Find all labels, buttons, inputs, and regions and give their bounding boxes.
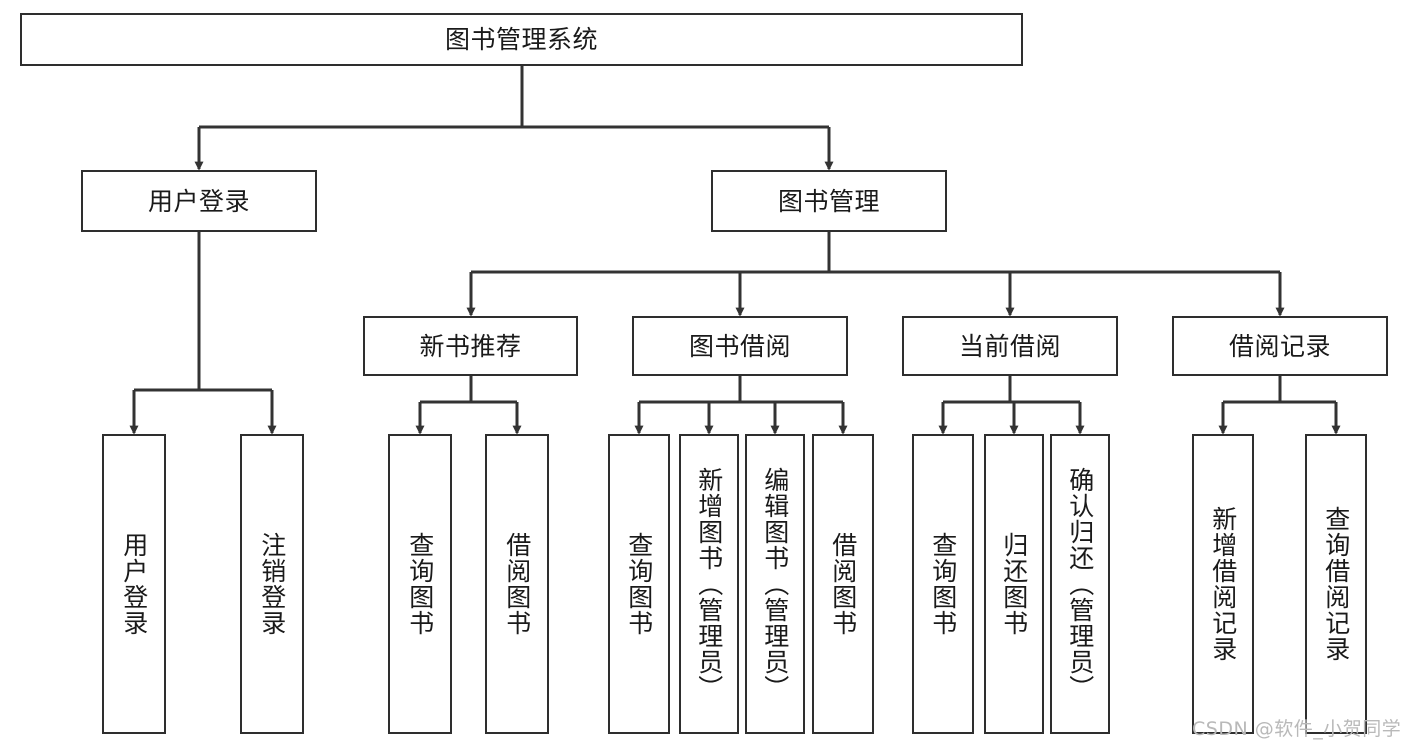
node-label: 图书管理	[777, 186, 880, 216]
node-leaf-borrow-book-1[interactable]: 借阅图书	[485, 434, 549, 734]
node-label: 新增借阅记录	[1208, 506, 1238, 662]
node-label: 查询图书	[405, 532, 435, 636]
node-label: 用户登录	[147, 186, 250, 216]
node-label: 新书推荐	[419, 331, 522, 361]
node-user-login[interactable]: 用户登录	[81, 170, 317, 232]
node-leaf-add-book[interactable]: 新增图书（管理员）	[679, 434, 739, 734]
node-leaf-query-book-2[interactable]: 查询图书	[608, 434, 670, 734]
node-book-borrow[interactable]: 图书借阅	[632, 316, 848, 376]
node-leaf-confirm-return[interactable]: 确认归还（管理员）	[1050, 434, 1110, 734]
node-label: 用户登录	[119, 532, 149, 636]
edge-paths	[129, 66, 1341, 435]
node-label: 归还图书	[999, 532, 1029, 636]
node-current-borrow[interactable]: 当前借阅	[902, 316, 1118, 376]
node-label: 新增图书（管理员）	[694, 467, 724, 701]
watermark: CSDN @软件_小贺同学	[1192, 718, 1402, 740]
node-label: 图书借阅	[688, 331, 791, 361]
node-label: 查询借阅记录	[1321, 506, 1351, 662]
node-leaf-query-record[interactable]: 查询借阅记录	[1305, 434, 1367, 734]
node-label: 查询图书	[624, 532, 654, 636]
node-book-manage[interactable]: 图书管理	[711, 170, 947, 232]
node-leaf-edit-book[interactable]: 编辑图书（管理员）	[745, 434, 805, 734]
node-leaf-borrow-book-2[interactable]: 借阅图书	[812, 434, 874, 734]
node-new-book-rec[interactable]: 新书推荐	[363, 316, 578, 376]
node-root[interactable]: 图书管理系统	[20, 13, 1023, 66]
node-borrow-records[interactable]: 借阅记录	[1172, 316, 1388, 376]
node-label: 借阅图书	[502, 532, 532, 636]
node-leaf-query-book-3[interactable]: 查询图书	[912, 434, 974, 734]
node-label: 当前借阅	[958, 331, 1061, 361]
node-leaf-return-book[interactable]: 归还图书	[984, 434, 1044, 734]
node-leaf-query-book-1[interactable]: 查询图书	[388, 434, 452, 734]
node-label: 注销登录	[257, 532, 287, 636]
node-label: 图书管理系统	[444, 25, 598, 54]
node-leaf-user-login[interactable]: 用户登录	[102, 434, 166, 734]
node-leaf-logout[interactable]: 注销登录	[240, 434, 304, 734]
node-label: 借阅记录	[1228, 331, 1331, 361]
node-label: 编辑图书（管理员）	[760, 467, 790, 701]
node-label: 查询图书	[928, 532, 958, 636]
node-label: 借阅图书	[828, 532, 858, 636]
node-leaf-add-record[interactable]: 新增借阅记录	[1192, 434, 1254, 734]
node-label: 确认归还（管理员）	[1065, 467, 1095, 701]
